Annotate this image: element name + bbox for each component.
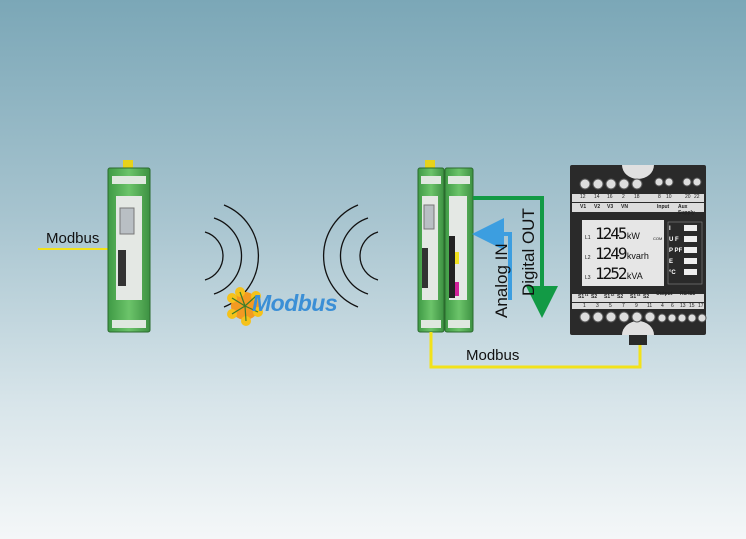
display-row: L1 1245 kW <box>585 224 640 243</box>
radio-module-left <box>107 160 151 333</box>
analog-in-label: Analog IN <box>492 243 511 318</box>
terminal-number: 7 <box>622 303 625 309</box>
terminal-label: Output <box>656 291 673 297</box>
terminal-number: 1 <box>583 303 586 309</box>
terminal-number: 11 <box>647 303 653 309</box>
terminal-number: 22 <box>694 194 700 200</box>
modbus-label-bottom: Modbus <box>466 347 520 364</box>
meter-button-power-factor[interactable]: P PF <box>669 248 683 254</box>
phase-label: L1 <box>585 235 591 241</box>
phase-label: L3 <box>585 275 591 281</box>
display-row: L3 1252 kVA <box>585 264 643 283</box>
digital-out-label: Digital OUT <box>519 208 538 296</box>
display-unit: kVA <box>626 271 643 281</box>
meter-top-numbers: 12 14 16 2 18 8 10 20 22 <box>572 194 704 202</box>
terminal-label: S1 <box>578 294 585 300</box>
terminal-label: I1 <box>585 292 589 297</box>
modbus-label-left: Modbus <box>46 230 100 247</box>
meter-top-labels: V1 V2 V3 VN Input Aux Supply <box>572 204 704 216</box>
radio-module-right <box>417 160 445 333</box>
modbus-line-bottom <box>429 332 642 369</box>
meter-button-temperature[interactable]: °C <box>669 270 676 276</box>
terminal-number: 17 <box>698 303 704 309</box>
display-unit: kvarh <box>626 251 649 261</box>
terminal-number: 14 <box>594 194 600 200</box>
terminal-number: 12 <box>580 194 586 200</box>
phase-label: L2 <box>585 255 591 261</box>
terminal-number: 9 <box>635 303 638 309</box>
terminal-number: 2 <box>622 194 625 200</box>
meter-buttons: I U F P PF E °C <box>669 224 682 279</box>
terminal-number: 4 <box>661 303 664 309</box>
terminal-label: V1 <box>580 204 587 210</box>
display-unit: kW <box>626 231 640 241</box>
terminal-number: 18 <box>634 194 640 200</box>
display-value: 1245 <box>594 224 628 243</box>
terminal-label: VN <box>621 204 628 210</box>
energy-meter <box>570 165 707 345</box>
terminal-label: V2 <box>594 204 601 210</box>
terminal-number: 15 <box>689 303 695 309</box>
com-label: COM <box>653 236 663 241</box>
digital-out-line <box>473 196 558 318</box>
terminal-number: 6 <box>671 303 674 309</box>
terminal-label: Input <box>657 204 670 210</box>
meter-button-current[interactable]: I <box>669 226 671 232</box>
terminal-label: I3 <box>637 292 641 297</box>
terminal-number: 3 <box>596 303 599 309</box>
io-extension-module <box>444 167 474 333</box>
terminal-label: I2 <box>611 292 615 297</box>
display-value: 1252 <box>594 264 628 283</box>
wireless-waves-left <box>204 204 260 308</box>
meter-button-energy[interactable]: E <box>669 259 674 265</box>
terminal-number: 20 <box>685 194 691 200</box>
meter-button-voltage-frequency[interactable]: U F <box>669 237 679 243</box>
display-row: L2 1249 kvarh <box>585 244 649 263</box>
terminal-label: S2 <box>591 294 598 300</box>
terminal-label: S1 <box>630 294 637 300</box>
modbus-logo-icon <box>227 287 263 326</box>
terminal-number: 13 <box>680 303 686 309</box>
terminal-number: 5 <box>609 303 612 309</box>
terminal-label: Aux Supply <box>678 204 695 216</box>
modbus-logo-text: Modbus <box>252 290 338 316</box>
terminal-label: S2 <box>643 294 650 300</box>
analog-in-line <box>472 218 512 300</box>
terminal-number: 16 <box>607 194 613 200</box>
terminal-label: S1 <box>604 294 611 300</box>
terminal-label: S2 <box>617 294 624 300</box>
terminal-number: 8 <box>658 194 661 200</box>
terminal-label: RS485 <box>680 291 696 297</box>
terminal-number: 10 <box>666 194 672 200</box>
terminal-label: V3 <box>607 204 614 210</box>
display-value: 1249 <box>594 244 628 263</box>
wireless-waves-right <box>322 204 379 308</box>
